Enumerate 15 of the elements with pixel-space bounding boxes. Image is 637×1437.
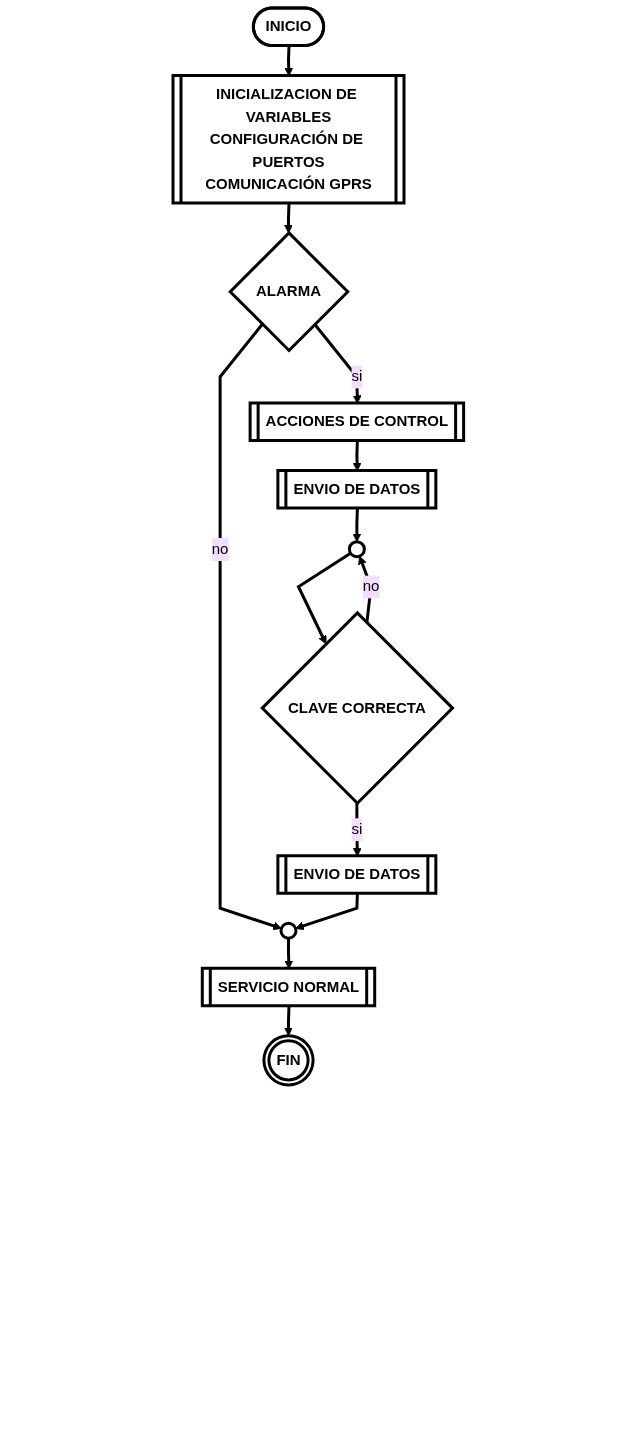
edge-label: no xyxy=(211,539,229,557)
edge-label: no xyxy=(362,577,380,595)
node-circle xyxy=(348,540,367,559)
arrow xyxy=(218,323,282,931)
node-diamond: ALARMA xyxy=(228,230,351,353)
node-diamond: CLAVE CORRECTA xyxy=(260,610,455,806)
node-circle: FIN xyxy=(262,1034,315,1087)
edge-label: si xyxy=(351,820,363,838)
node-circle xyxy=(279,921,298,940)
arrow xyxy=(296,552,352,645)
arrow xyxy=(358,555,373,624)
edge-label: si xyxy=(351,367,363,385)
arrow xyxy=(295,893,360,931)
arrow xyxy=(284,203,294,234)
arrow xyxy=(352,508,362,543)
